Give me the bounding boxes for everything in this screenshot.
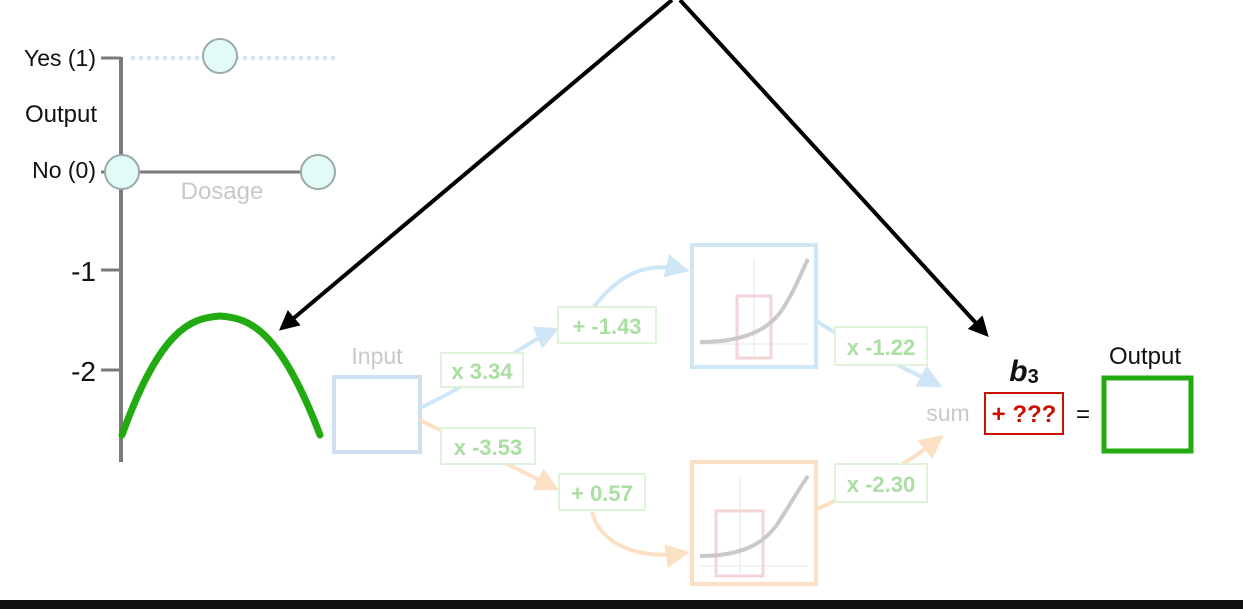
tick-label-minus2: -2 — [71, 356, 96, 387]
weight-top-out: x -1.22 — [834, 326, 928, 366]
weight-top-out-text: x -1.22 — [847, 335, 916, 360]
weight-bottom-out-box — [834, 463, 928, 503]
output-axis: Yes (1) Output No (0) Dosage -1 -2 — [24, 38, 336, 462]
weight-bottom-out: x -2.30 — [834, 463, 928, 503]
bias-subscript: 3 — [1028, 366, 1039, 388]
final-output: Output — [1101, 343, 1194, 454]
output-label: Output — [1109, 343, 1181, 370]
weight-bottom-in: x -3.53 — [440, 427, 536, 465]
bias-bottom: + 0.57 — [558, 473, 646, 511]
weight-bottom-in-box — [440, 427, 536, 465]
weight-bottom-out-text: x -2.30 — [847, 472, 916, 497]
arrow-right — [678, 0, 989, 337]
weight-top-in-box — [440, 352, 524, 388]
bottom-path-to-node — [590, 511, 690, 568]
input-box — [332, 375, 422, 454]
weight-bottom-in-text: x -3.53 — [454, 435, 523, 460]
bias-bottom-box — [558, 473, 646, 511]
bias-top-text: + -1.43 — [572, 314, 641, 339]
bias-bottom-text: + 0.57 — [571, 481, 633, 506]
bias-top-box — [557, 306, 657, 344]
data-point — [202, 38, 238, 74]
arrow-left — [278, 0, 674, 331]
bias-top: + -1.43 — [557, 306, 657, 344]
weight-top-out-box — [834, 326, 928, 366]
dosage-label: Dosage — [181, 178, 264, 205]
bottom-node-curve — [699, 474, 810, 558]
sum-label: sum — [926, 400, 969, 426]
weight-top-in-text: x 3.34 — [451, 359, 513, 384]
no-label: No (0) — [32, 157, 96, 183]
bottom-scrub-bar — [0, 600, 1243, 609]
yes-label: Yes (1) — [24, 45, 96, 71]
top-node-curve — [699, 258, 810, 344]
output-box — [1101, 375, 1194, 454]
equals-sign: = — [1076, 401, 1090, 428]
faded-network: Input x 3.34 + -1.43 x -3.53 + 0.57 x -1… — [332, 243, 970, 586]
green-curve — [118, 312, 324, 439]
data-point — [300, 154, 336, 190]
top-activation-node — [690, 243, 818, 369]
bias-value-text: + ??? — [992, 401, 1057, 428]
bottom-node-box — [690, 460, 818, 586]
top-node-highlight — [735, 294, 773, 360]
weight-top-in: x 3.34 — [440, 352, 524, 388]
tick-label-minus1: -1 — [71, 256, 96, 287]
bottom-node-highlight — [714, 509, 765, 578]
input-label: Input — [351, 343, 403, 369]
pointer-arrows — [278, 0, 989, 337]
bias-symbol: b3 — [1009, 355, 1038, 388]
data-point — [104, 154, 140, 190]
bias-value-box — [984, 392, 1064, 435]
final-bias: b3 + ??? = — [984, 355, 1090, 435]
top-path-to-node — [588, 254, 690, 314]
bias-letter: b — [1009, 355, 1027, 388]
bottom-activation-node — [690, 460, 818, 586]
output-axis-label: Output — [25, 101, 97, 128]
